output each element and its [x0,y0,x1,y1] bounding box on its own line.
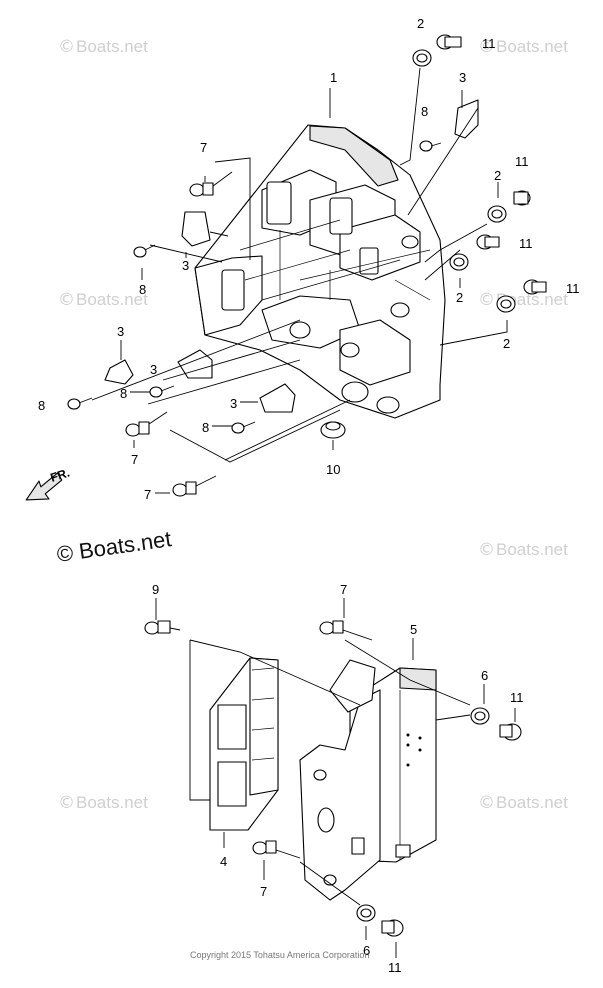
screw-part-8-b [133,244,156,258]
front-direction-marker: FR. [25,466,72,501]
callout-3: 3 [182,258,189,273]
callout-numbers: 1 2 2 2 2 3 3 3 3 3 4 5 6 6 7 7 7 7 7 8 … [38,16,580,975]
grommet-part-10 [320,421,346,439]
main-watermark: © Boats.net [55,526,173,567]
callout-7: 7 [131,452,138,467]
pin-part-11-b [513,190,531,206]
collar-part-6-b [356,904,376,922]
callout-3: 3 [459,70,466,85]
pin-part-11-d [523,279,547,295]
callout-7: 7 [260,884,267,899]
watermark-mid-left: © Boats.net [58,290,148,310]
callout-11: 11 [482,36,496,51]
callout-7: 7 [144,487,151,502]
callout-3: 3 [230,396,237,411]
watermark-top-left: © Boats.net [58,37,148,57]
watermark-symbol: © [58,290,75,310]
screw-part-8-a [419,140,442,152]
callout-11: 11 [388,960,402,975]
callout-11: 11 [515,154,529,169]
watermark-text: Boats.net [496,37,568,56]
clip-part-3-c [104,359,134,385]
callout-7: 7 [200,140,207,155]
callout-6: 6 [363,943,370,958]
copyright-notice: Copyright 2015 Tohatsu America Corporati… [190,950,369,960]
watermark-bottom-right: © Boats.net [478,793,568,813]
callout-8: 8 [421,104,428,119]
watermark-low-right: © Boats.net [478,540,568,560]
clip-part-3-a [454,99,479,139]
watermark-text: Boats.net [76,290,148,309]
watermark-symbol: © [478,540,495,560]
watermark-symbol: © [58,37,75,57]
screw-part-8-c [67,397,93,410]
collar-part-2-c [449,253,469,271]
callout-2: 2 [417,16,424,31]
collar-part-2-b [487,205,507,223]
watermark-text: Boats.net [76,37,148,56]
collar-part-2-d [496,295,516,313]
pin-part-11-e [499,723,522,741]
bolt-part-7-e [252,840,301,859]
callout-4: 4 [220,854,227,869]
bolt-part-9 [144,620,181,635]
screw-part-8-e [231,421,256,434]
collar-part-6-a [470,707,490,725]
watermark-symbol: © [478,793,495,813]
callout-9: 9 [152,582,159,597]
pin-part-11-c [476,234,500,250]
callout-5: 5 [410,622,417,637]
watermark-text: Boats.net [496,540,568,559]
callout-6: 6 [481,668,488,683]
screw-part-8-d [149,385,175,398]
watermark-bottom-left: © Boats.net [58,793,148,813]
leader-lines-top [91,67,508,494]
main-bracket-part-1 [194,124,446,419]
watermark-symbol: © [478,290,495,310]
callout-2: 2 [503,336,510,351]
callout-11: 11 [566,281,580,296]
watermark-symbol: © [478,37,495,57]
callout-2: 2 [494,168,501,183]
watermark-mid-right: © Boats.net [478,290,568,310]
callout-1: 1 [330,70,337,85]
watermark-symbol: © [58,793,75,813]
module-part-4 [209,657,279,831]
callout-2: 2 [456,290,463,305]
clip-part-3-b [181,211,211,247]
callout-3: 3 [117,324,124,339]
bolt-part-7-a [189,171,233,197]
mounting-plate [299,659,381,901]
callout-8: 8 [120,386,127,401]
callout-3: 3 [150,362,157,377]
pin-part-11-f [381,919,404,937]
callout-11: 11 [510,690,524,705]
watermark-text: Boats.net [496,793,568,812]
clip-part-3-e [259,383,296,413]
callout-11: 11 [519,236,533,251]
front-label: FR. [49,466,72,485]
callout-7: 7 [340,582,347,597]
watermark-text: Boats.net [76,793,148,812]
leader-lines-bottom [155,598,516,958]
callout-10: 10 [326,462,340,477]
bolt-part-7-c [172,475,217,497]
watermark-top-right: © Boats.net [478,37,568,57]
callout-8: 8 [202,420,209,435]
collar-part-2-a [412,49,432,67]
callout-8: 8 [139,282,146,297]
bolt-part-7-d [319,620,373,641]
pin-part-11-a [436,34,462,50]
bolt-part-7-b [125,411,168,437]
callout-8: 8 [38,398,45,413]
